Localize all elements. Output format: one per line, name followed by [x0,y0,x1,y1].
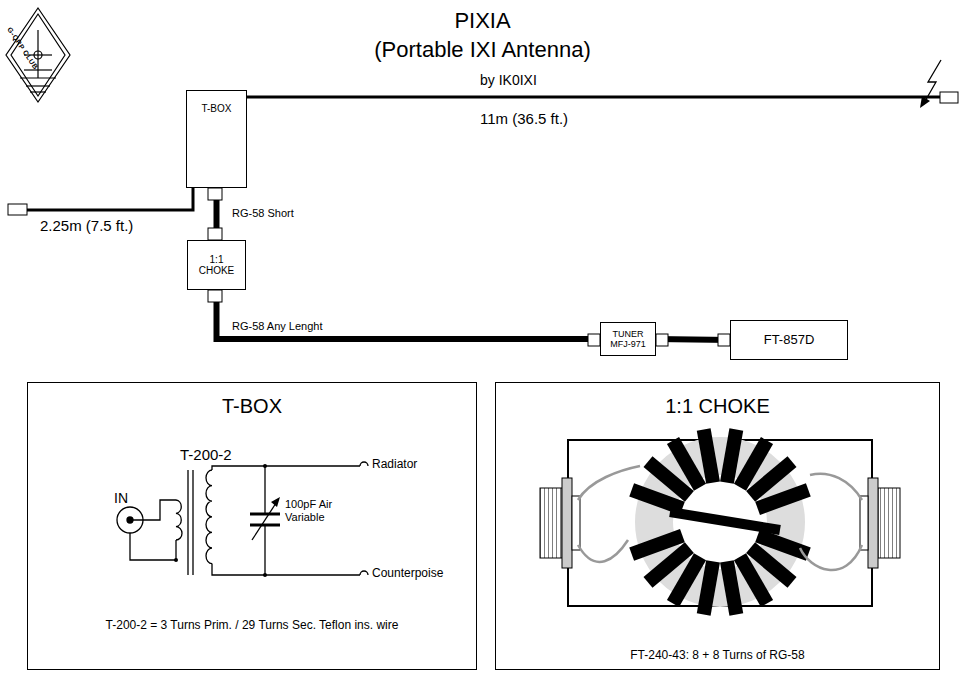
counterpoise-wire [27,188,193,210]
dimension: 2.25m (7.5 ft.) [40,217,133,234]
diagram-title: PIXIA [0,8,965,33]
variable-arrow [271,497,280,507]
choke-box: 1:1 CHOKE [187,240,246,290]
choke-enclosure [568,440,872,606]
panel-caption: FT-240-43: 8 + 8 Turns of RG-58 [496,649,939,663]
box-label: FT-857D [764,333,815,348]
lightning-head [920,96,930,108]
insulator [8,204,27,215]
terminal-label: Radiator [372,458,417,472]
detail-panel: T-BOX T-200-2 = 3 Turns Prim. / 29 Turns … [27,382,477,670]
club-logo [6,8,70,102]
tbox-schematic [117,462,368,575]
so239-connector [540,478,900,568]
component-value: 100pF Air Variable [285,498,355,523]
braid-leads [578,466,862,570]
radiator-wire [247,96,940,99]
core-name: T-200-2 [180,446,232,463]
tuner-box: TUNER MFJ-971 [600,322,656,356]
subtitle: (Portable IXI Antenna) [0,37,965,62]
detail-panel: 1:1 CHOKE FT-240-43: 8 + 8 Turns of RG-58 [495,382,940,670]
coax-crossover [670,512,780,530]
cable-label: RG-58 Any Lenght [230,320,325,333]
author-call: by IK0IXI [480,72,537,88]
tuning-box: T-BOX [186,90,247,188]
coax-windings [629,428,810,616]
panel-heading: 1:1 CHOKE [496,395,939,418]
coax-cable [217,290,601,339]
box-label: 1:1 CHOKE [194,254,239,277]
terminal-label: Counterpoise [372,567,443,581]
port-label: IN [114,490,128,506]
lightning-symbol [924,60,941,103]
dimension: 11m (36.5 ft.) [480,110,568,127]
panel-heading: T-BOX [28,395,476,418]
panel-caption: T-200-2 = 3 Turns Prim. / 29 Turns Sec. … [28,619,476,633]
box-label: TUNER MFJ-971 [607,329,649,350]
insulator [940,92,958,103]
cable-label: RG-58 Short [230,207,296,220]
radio-box: FT-857D [730,320,848,360]
box-label: T-BOX [201,103,231,115]
